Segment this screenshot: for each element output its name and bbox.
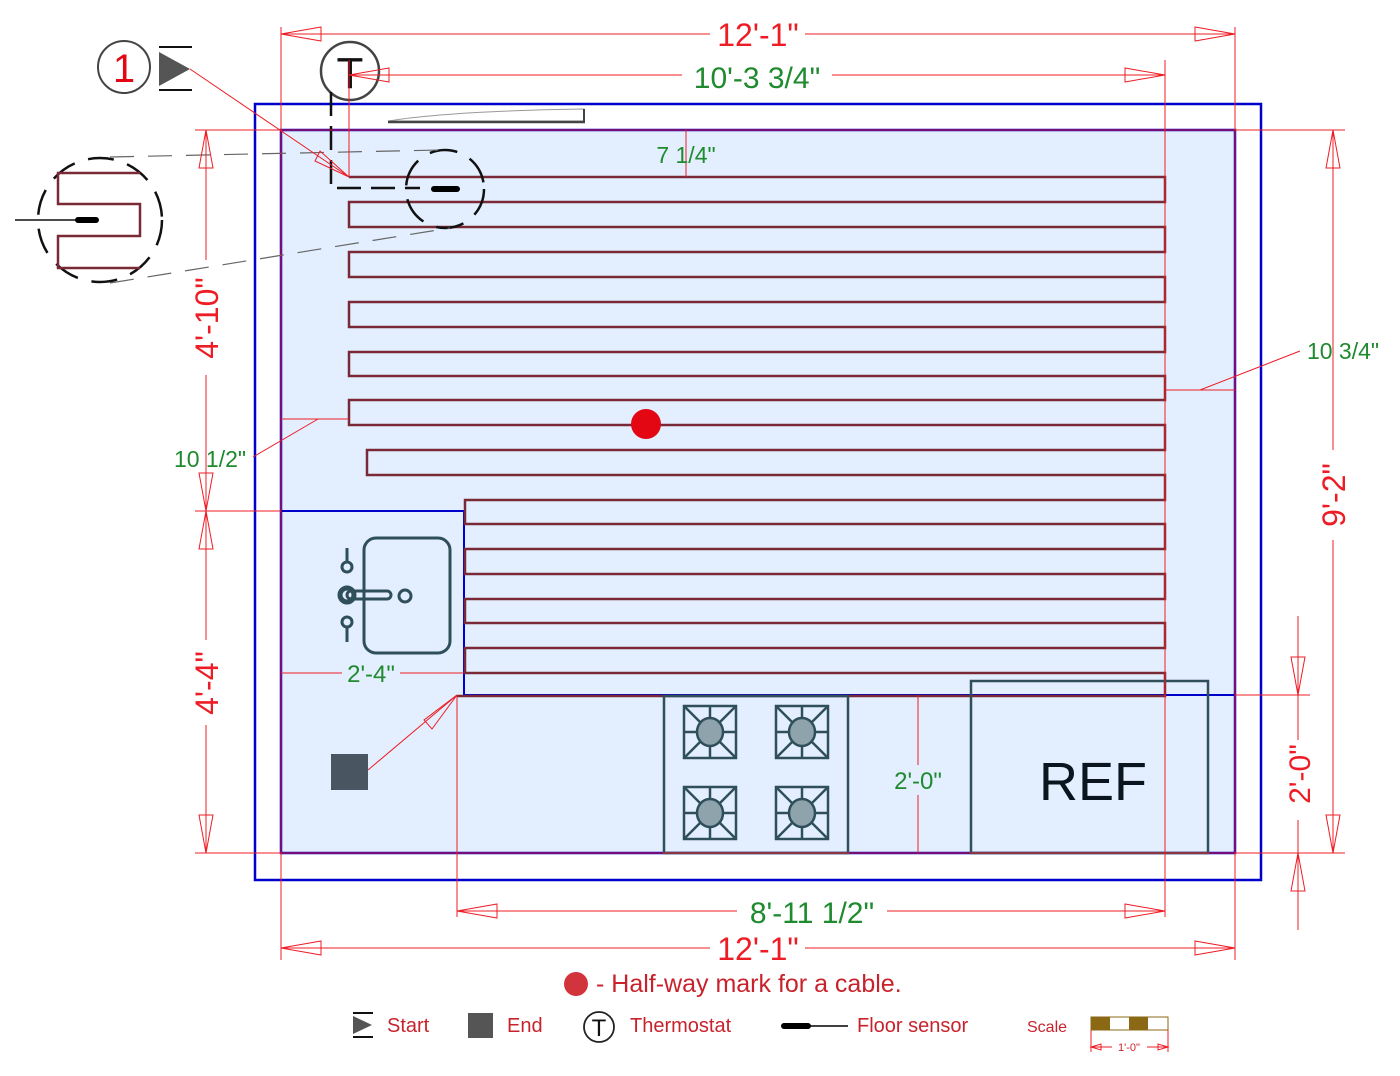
legend-thermostat-icon: T [583,1011,615,1043]
burner-icon [682,785,738,841]
detail-cable-loop [56,171,142,270]
sink-icon [337,536,452,655]
cable-start-symbol: 1 [97,40,192,94]
dim-right-overall: 9'-2" [1316,463,1352,527]
legend-end-label: End [507,1015,543,1037]
dim-top-offset: 7 1/4" [656,142,715,168]
dim-bottom-overall: 12'-1" [717,931,799,967]
legend-floor-sensor-label: Floor sensor [857,1015,968,1037]
detail-leader-bottom [109,227,451,284]
end-leader [367,694,458,771]
legend-thermostat-letter: T [592,1015,607,1042]
sensor-detail-bubble [36,156,164,284]
halfway-mark [631,409,661,439]
dim-left-upper: 4'-10" [189,277,225,359]
burner-icon [774,704,830,760]
burners [682,704,830,841]
legend-halfway-text: - Half-way mark for a cable. [596,970,902,998]
fridge-label: REF [1039,752,1147,812]
cable-end-marker [331,754,368,790]
dimension-lines [195,26,1345,960]
dim-left-offset: 10 1/2" [174,446,246,472]
window-icon [387,108,585,122]
heated-floor-area [279,128,1237,855]
dim-right-offset: 10 3/4" [1307,338,1379,364]
scale-length-label: 1'-0" [1118,1042,1140,1054]
start-leader [189,68,350,178]
legend-scale-label: Scale [1027,1019,1067,1036]
legend-start-icon [353,1012,373,1038]
dim-sink-width: 2'-4" [347,661,395,688]
legend-thermostat-label: Thermostat [630,1015,732,1037]
dim-top-overall: 12'-1" [717,17,799,53]
dim-top-cable: 10'-3 3/4" [694,62,820,95]
dim-bottom-cable: 8'-11 1/2" [750,897,874,930]
start-number: 1 [113,47,135,91]
sensor-wire-route [329,92,420,190]
dim-counter-depth: 2'-0" [894,768,942,795]
dim-right-lower: 2'-0" [1284,744,1317,804]
legend-halfway-icon [564,972,588,996]
start-leader-arrow [314,150,350,178]
legend-start-label: Start [387,1015,430,1037]
burner-icon [682,704,738,760]
legend-end-icon [468,1013,493,1038]
scale-bar [1089,1016,1170,1052]
dim-left-lower: 4'-4" [189,651,225,715]
end-leader-arrow [423,694,458,730]
detail-leader-top [109,149,441,158]
sensor-detail-callout [404,148,486,230]
burner-icon [774,785,830,841]
outer-wall [253,102,1263,882]
legend: - Half-way mark for a cable. Start End T… [353,970,1170,1054]
